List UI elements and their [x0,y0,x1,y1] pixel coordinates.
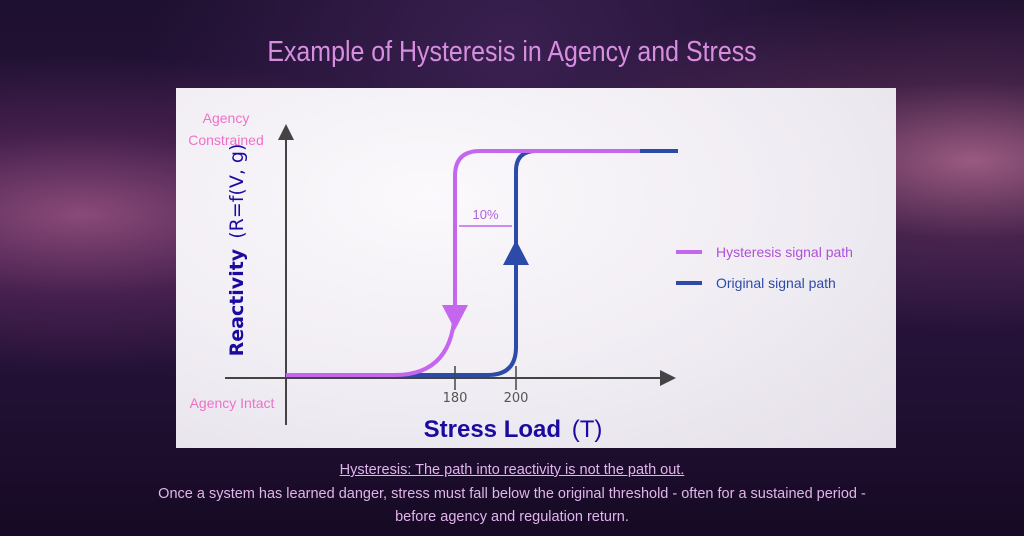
caption-line-2: before agency and regulation return. [395,509,629,525]
x-axis-unit: (T) [572,416,603,443]
chart-title: Example of Hysteresis in Agency and Stre… [267,36,757,68]
y-top-label-1: Agency [203,110,250,126]
chart-panel: 180 200 10% Agency Constrained Agency In… [176,88,896,448]
svg-text:Reactivity (R=f(V, g): Reactivity (R=f(V, g) [226,144,248,357]
series-hysteresis-line [286,149,640,377]
up-arrow-marker [503,240,529,265]
y-bottom-label: Agency Intact [190,395,275,411]
caption-headline: Hysteresis: The path into reactivity is … [339,462,685,478]
series-original-line [286,149,678,377]
gap-annotation: 10% [472,207,498,222]
y-top-label-2: Constrained [188,132,264,148]
chart-svg: 180 200 10% Agency Constrained Agency In… [188,110,853,443]
y-axis-unit: (R=f(V, g) [226,144,248,239]
x-axis-label: Stress Load [424,416,561,443]
x-tick-label: 200 [504,391,529,406]
down-arrow-marker [442,305,468,330]
x-tick-label: 180 [443,391,468,406]
y-axis-label: Reactivity [226,248,248,356]
legend-label-hysteresis: Hysteresis signal path [716,244,853,260]
caption-line-1: Once a system has learned danger, stress… [158,486,866,502]
legend-label-original: Original signal path [716,275,836,291]
svg-text:Stress Load (T): Stress Load (T) [424,416,603,443]
